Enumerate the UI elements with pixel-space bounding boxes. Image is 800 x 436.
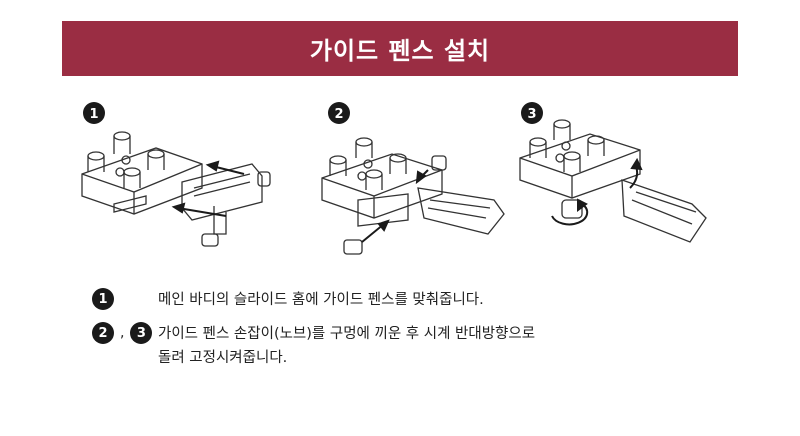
step-2-badge	[328, 102, 350, 124]
step-3-number: 3	[527, 107, 536, 122]
main-body-line-art	[81, 131, 271, 247]
instruction-2-separator: ,	[120, 325, 125, 341]
step-3-illustration: 3	[512, 96, 722, 276]
instruction-1-text: 메인 바디의 슬라이드 홈에 가이드 펜스를 맞춰줍니다.	[158, 288, 484, 312]
instruction-list: 1 메인 바디의 슬라이드 홈에 가이드 펜스를 맞춰줍니다. 2 , 3 가이…	[92, 288, 732, 380]
section-title-banner: 가이드 펜스 설치	[62, 21, 738, 76]
instruction-2-badge-b: 3	[130, 322, 153, 344]
instruction-item-2: 2 , 3 가이드 펜스 손잡이(노브)를 구멍에 끼운 후 시계 반대방향으로…	[92, 322, 732, 370]
section-title: 가이드 펜스 설치	[309, 37, 491, 65]
step-1-number: 1	[89, 107, 98, 122]
step-3-badge	[521, 102, 543, 124]
instruction-1-line-1: 메인 바디의 슬라이드 홈에 가이드 펜스를 맞춰줍니다.	[158, 292, 484, 308]
instruction-2-badges: 2 , 3	[92, 322, 158, 344]
rotate-arrows	[551, 157, 643, 226]
main-body-with-fence-line-art	[321, 137, 505, 255]
instruction-2-line-1: 가이드 펜스 손잡이(노브)를 구멍에 끼운 후 시계 반대방향으로	[158, 326, 536, 342]
instruction-1-badges: 1	[92, 288, 158, 310]
step-1-illustration: 1	[74, 96, 284, 276]
knob-arrows	[361, 169, 429, 243]
step-1-diagram: 1	[81, 102, 271, 247]
assembled-body-line-art	[519, 119, 707, 243]
instruction-1-badge: 1	[92, 288, 114, 310]
step-3-diagram: 3	[519, 102, 707, 243]
instruction-2-line-2: 돌려 고정시켜줍니다.	[158, 350, 288, 366]
step-2-number: 2	[334, 107, 343, 122]
insert-arrows	[171, 160, 245, 217]
instruction-2-badge-a: 2	[92, 322, 114, 344]
step-1-badge	[83, 102, 105, 124]
step-2-illustration: 2	[318, 96, 528, 276]
instruction-item-1: 1 메인 바디의 슬라이드 홈에 가이드 펜스를 맞춰줍니다.	[92, 288, 732, 312]
instruction-2-text: 가이드 펜스 손잡이(노브)를 구멍에 끼운 후 시계 반대방향으로 돌려 고정…	[158, 322, 535, 370]
step-2-diagram: 2	[321, 102, 505, 255]
